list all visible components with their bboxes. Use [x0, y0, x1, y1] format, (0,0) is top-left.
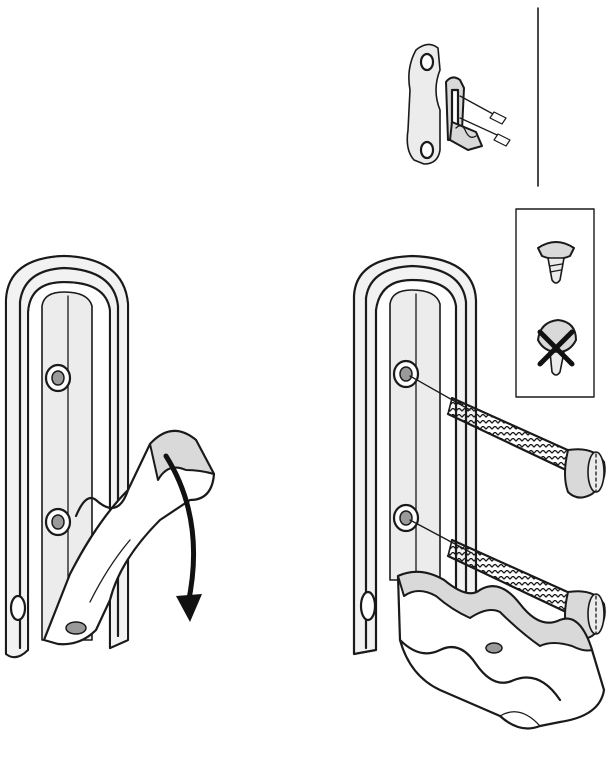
flat-head-screw-correct-icon [537, 241, 575, 284]
screw-top [446, 396, 606, 499]
round-head-screw-wrong-icon [537, 319, 577, 376]
mounted-hook-overview-icon [406, 43, 511, 165]
screw-type-legend [515, 208, 595, 398]
hook-fold-down-icon [4, 254, 216, 659]
hook-screw-mount-icon [352, 254, 606, 730]
rotate-down-arrow-icon [163, 453, 202, 622]
